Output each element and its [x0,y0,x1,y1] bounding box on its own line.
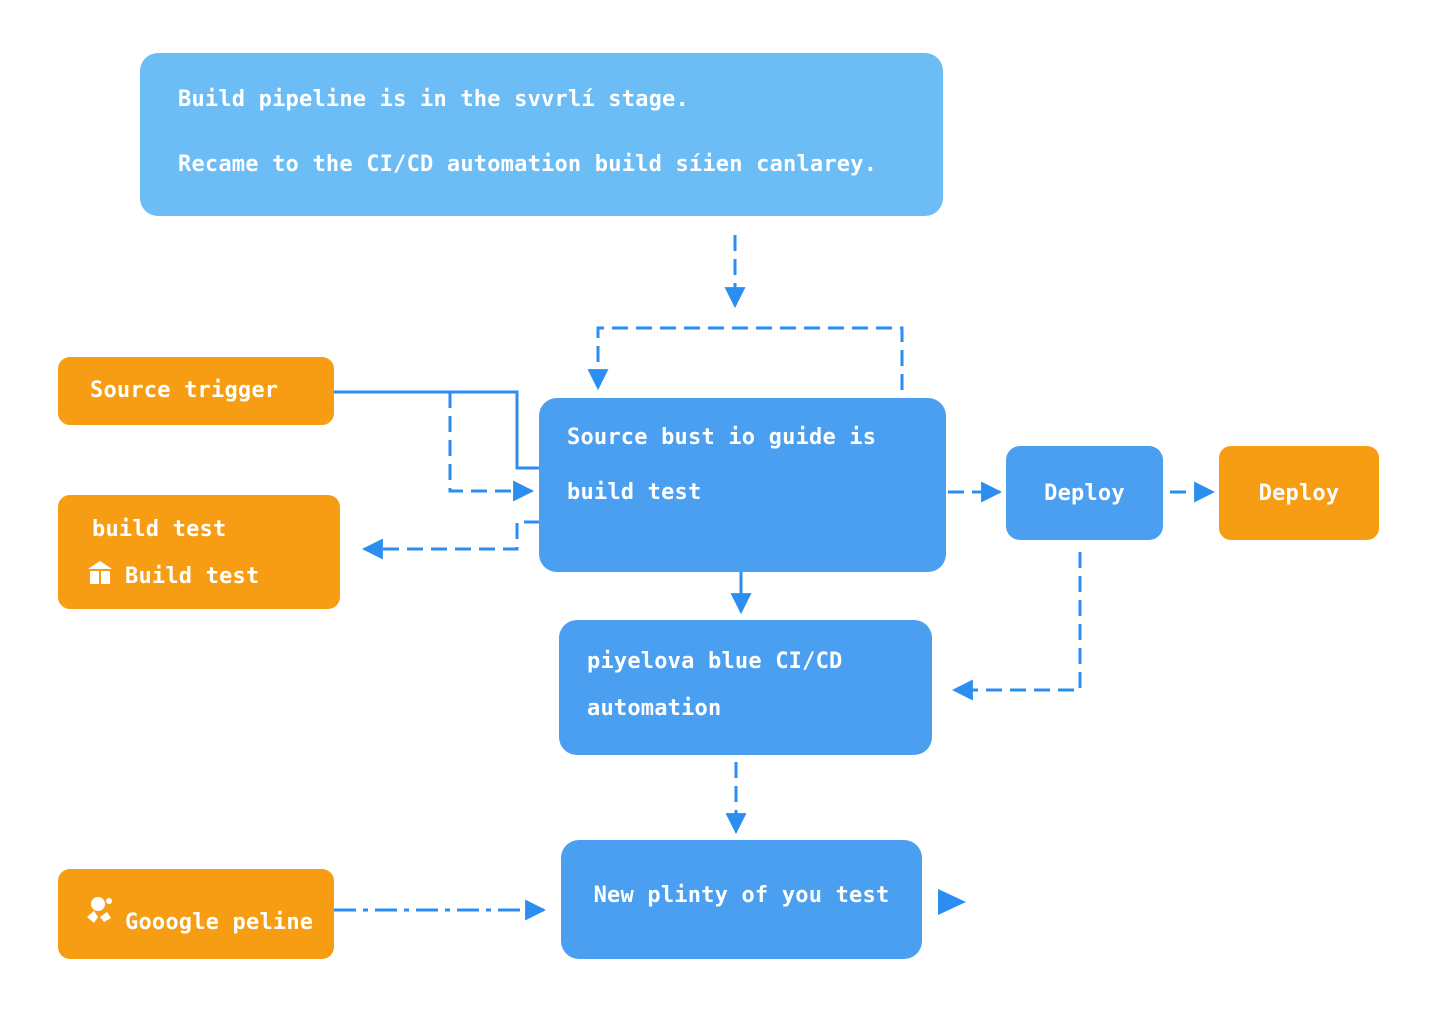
building-icon [87,559,113,585]
test-node-label: New plinty of you test [593,883,890,908]
header-banner: Build pipeline is in the svvrlí stage. R… [140,53,943,216]
deploy-blue-label: Deploy [1044,480,1125,506]
build-test-node[interactable]: build test Build test [58,495,340,609]
automation-node[interactable]: piyelova blue CI/CD automation [559,620,932,755]
source-trigger-node[interactable]: Source trigger [58,357,334,425]
source-trigger-label: Source trigger [90,378,279,403]
main-build-node[interactable]: Source bust io guide is build test [539,398,946,572]
connector-main-to-build-test [361,520,540,560]
build-test-label-2: Build test [125,564,260,589]
deploy-orange-label: Deploy [1258,480,1340,506]
google-pipeline-node[interactable]: Gooogle peline [58,869,334,959]
connector-loop-main [587,326,904,391]
main-build-line-2: build test [567,480,702,505]
header-line-1: Build pipeline is in the svvrlí stage. [178,87,689,112]
connector-deploy-to-automation [951,552,1082,701]
arrowhead-bottom-out [938,889,966,915]
automation-line-2: automation [587,696,722,721]
automation-line-1: piyelova blue CI/CD [587,649,843,674]
connector-source-solid [333,390,540,470]
test-node[interactable]: New plinty of you test [561,840,922,959]
deploy-orange-node[interactable]: Deploy [1219,446,1379,540]
people-icon [85,895,115,927]
header-line-2: Recame to the CI/CD automation build síi… [178,152,878,177]
connector-source-dashed [448,392,535,502]
build-test-label-1: build test [92,517,227,542]
main-build-line-1: Source bust io guide is [567,425,877,450]
deploy-blue-node[interactable]: Deploy [1006,446,1163,540]
google-pipeline-label: Gooogle peline [125,910,314,935]
